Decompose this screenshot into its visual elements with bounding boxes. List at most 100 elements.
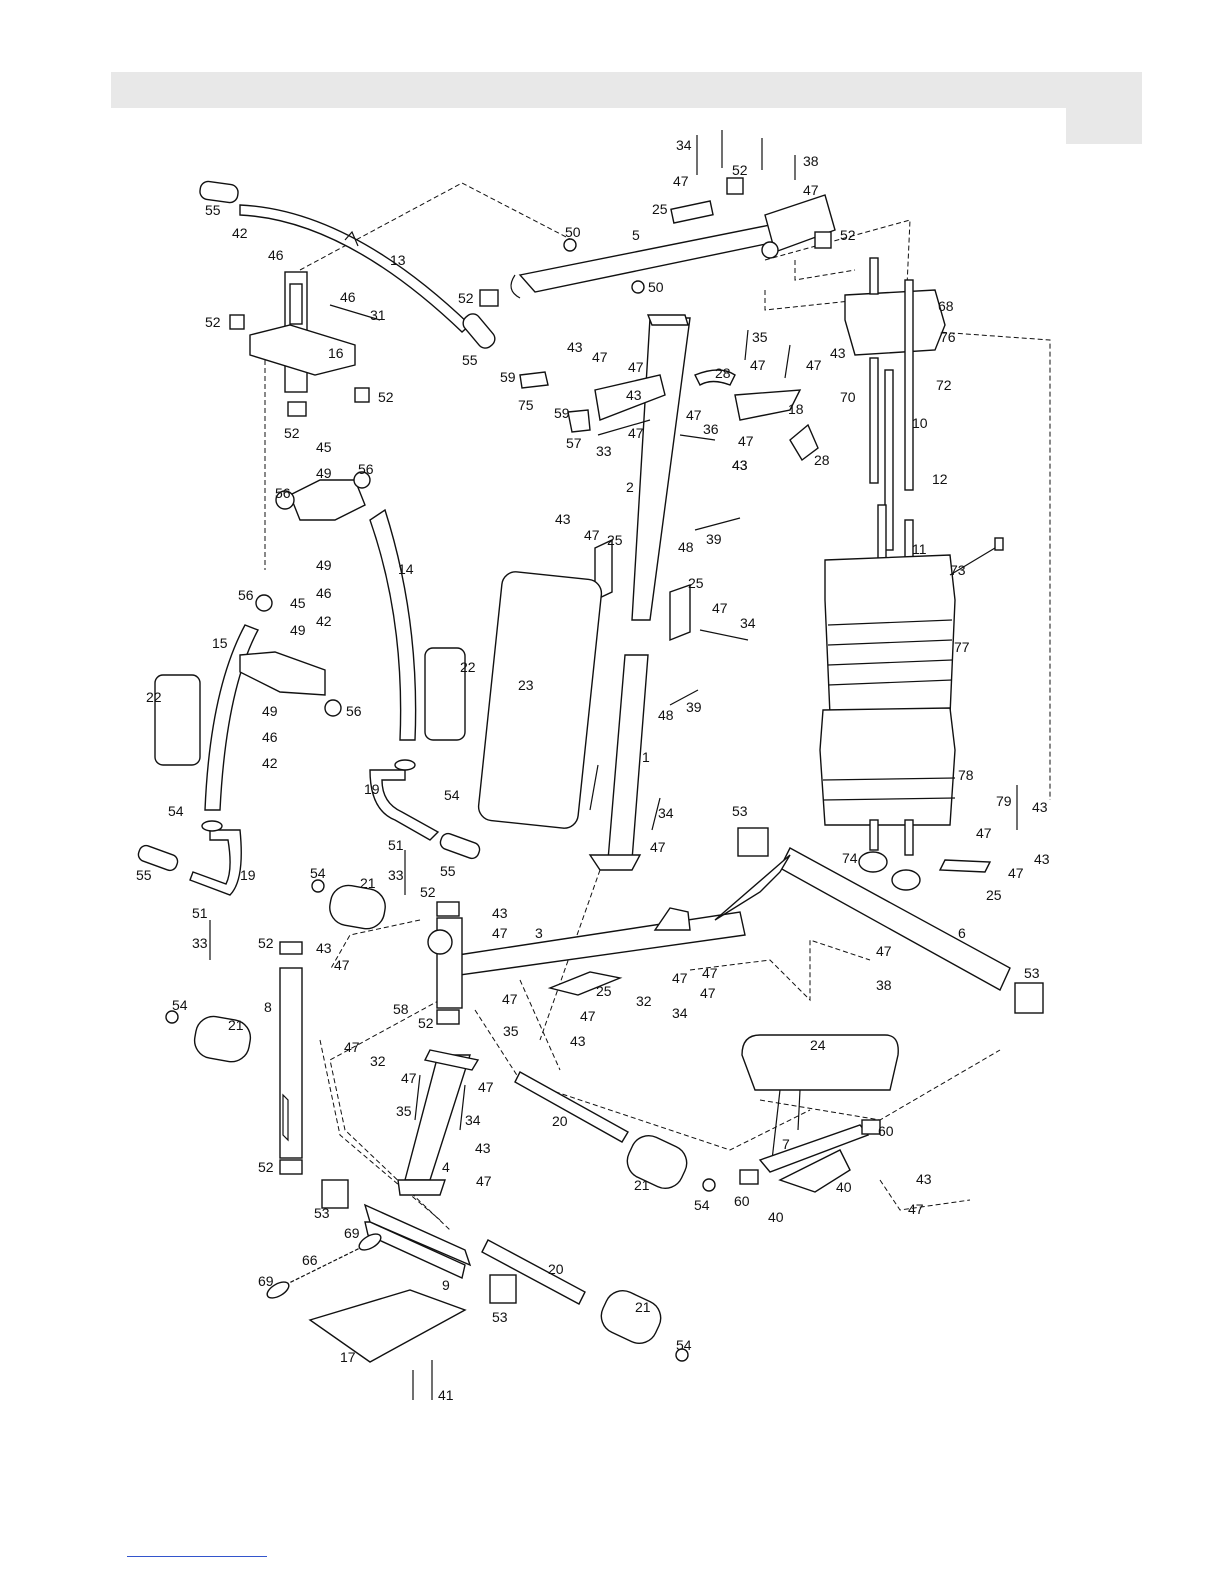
part-label-52c: 52 — [284, 425, 300, 441]
part-label-47aa: 47 — [908, 1201, 924, 1217]
part-label-53d: 53 — [492, 1309, 508, 1325]
part-label-23: 23 — [518, 677, 534, 693]
part-label-47v: 47 — [700, 985, 716, 1001]
pivot-tube-8 — [279, 941, 303, 1175]
part-label-12: 12 — [932, 471, 948, 487]
part-label-43k: 43 — [570, 1033, 586, 1049]
part-label-43f: 43 — [555, 511, 571, 527]
part-label-47y: 47 — [478, 1079, 494, 1095]
part-label-17: 17 — [340, 1349, 356, 1365]
part-label-10: 10 — [912, 415, 928, 431]
part-label-45b: 45 — [290, 595, 306, 611]
base-frame-3 — [427, 901, 746, 1025]
pad-22-right — [424, 647, 466, 741]
part-label-59b: 59 — [554, 405, 570, 421]
part-label-56b: 56 — [358, 461, 374, 477]
part-label-33a: 33 — [388, 867, 404, 883]
part-label-33c: 33 — [596, 443, 612, 459]
part-label-46d: 46 — [262, 729, 278, 745]
part-label-60b: 60 — [734, 1193, 750, 1209]
part-label-39b: 39 — [686, 699, 702, 715]
part-label-56c: 56 — [238, 587, 254, 603]
part-label-43j: 43 — [316, 940, 332, 956]
part-label-49c: 49 — [290, 622, 306, 638]
part-label-46b: 46 — [340, 289, 356, 305]
part-label-55c: 55 — [136, 867, 152, 883]
chain-66 — [266, 1233, 382, 1299]
part-label-13: 13 — [390, 252, 406, 268]
part-label-47q: 47 — [334, 957, 350, 973]
part-label-55d: 55 — [462, 352, 478, 368]
roller-tube-20b — [481, 1239, 689, 1362]
part-label-56a: 56 — [275, 485, 291, 501]
part-label-53a: 53 — [732, 803, 748, 819]
part-label-42b: 42 — [316, 613, 332, 629]
part-label-7: 7 — [782, 1136, 790, 1152]
part-label-1: 1 — [642, 749, 650, 765]
part-label-5: 5 — [632, 227, 640, 243]
part-label-47h: 47 — [686, 407, 702, 423]
cap-52-right — [354, 387, 370, 403]
part-label-68: 68 — [938, 298, 954, 314]
part-label-69b: 69 — [258, 1273, 274, 1289]
part-label-33b: 33 — [192, 935, 208, 951]
part-label-25c: 25 — [688, 575, 704, 591]
lat-bar — [199, 180, 496, 349]
part-label-59a: 59 — [500, 369, 516, 385]
part-label-4: 4 — [442, 1159, 450, 1175]
part-label-52h: 52 — [258, 935, 274, 951]
part-label-52j: 52 — [258, 1159, 274, 1175]
part-label-14: 14 — [398, 561, 414, 577]
part-label-34c: 34 — [658, 805, 674, 821]
header-band — [111, 72, 1141, 108]
part-label-25d: 25 — [986, 887, 1002, 903]
part-label-47r: 47 — [502, 991, 518, 1007]
part-label-43b: 43 — [626, 387, 642, 403]
part-label-66: 66 — [302, 1252, 318, 1268]
part-label-47u: 47 — [344, 1039, 360, 1055]
part-label-40a: 40 — [836, 1179, 852, 1195]
part-label-35a: 35 — [752, 329, 768, 345]
part-label-39a: 39 — [706, 531, 722, 547]
part-label-21a: 21 — [360, 875, 376, 891]
part-label-47e: 47 — [750, 357, 766, 373]
back-pad-23 — [477, 571, 603, 829]
part-label-43i: 43 — [492, 905, 508, 921]
part-label-22b: 22 — [460, 659, 476, 675]
part-label-51b: 51 — [192, 905, 208, 921]
part-label-48a: 48 — [678, 539, 694, 555]
part-label-47b: 47 — [803, 182, 819, 198]
part-label-28a: 28 — [715, 365, 731, 381]
part-label-21b: 21 — [228, 1017, 244, 1033]
front-frame-9 — [321, 1179, 517, 1304]
part-label-52b: 52 — [378, 389, 394, 405]
part-label-43a: 43 — [567, 339, 583, 355]
weight-stack — [819, 257, 1018, 891]
part-label-46a: 46 — [268, 247, 284, 263]
part-label-76: 76 — [940, 329, 956, 345]
rear-frame-6 — [714, 827, 1044, 1014]
part-label-34b: 34 — [740, 615, 756, 631]
part-label-16: 16 — [328, 345, 344, 361]
part-label-25b: 25 — [607, 532, 623, 548]
part-label-47x: 47 — [401, 1070, 417, 1086]
part-label-25e: 25 — [596, 983, 612, 999]
top-beam-5 — [479, 130, 836, 307]
part-label-32b: 32 — [636, 993, 652, 1009]
part-label-34e: 34 — [465, 1112, 481, 1128]
part-label-72: 72 — [936, 377, 952, 393]
part-label-11: 11 — [912, 541, 927, 557]
part-label-52g: 52 — [420, 884, 436, 900]
part-label-54b: 54 — [168, 803, 184, 819]
part-label-69a: 69 — [344, 1225, 360, 1241]
handles-19 — [137, 759, 481, 960]
part-label-77: 77 — [954, 639, 970, 655]
part-label-58: 58 — [393, 1001, 409, 1017]
part-label-78: 78 — [958, 767, 974, 783]
part-label-51a: 51 — [388, 837, 404, 853]
part-label-3: 3 — [535, 925, 543, 941]
part-label-55a: 55 — [205, 202, 221, 218]
part-label-52i: 52 — [418, 1015, 434, 1031]
part-label-53c: 53 — [314, 1205, 330, 1221]
